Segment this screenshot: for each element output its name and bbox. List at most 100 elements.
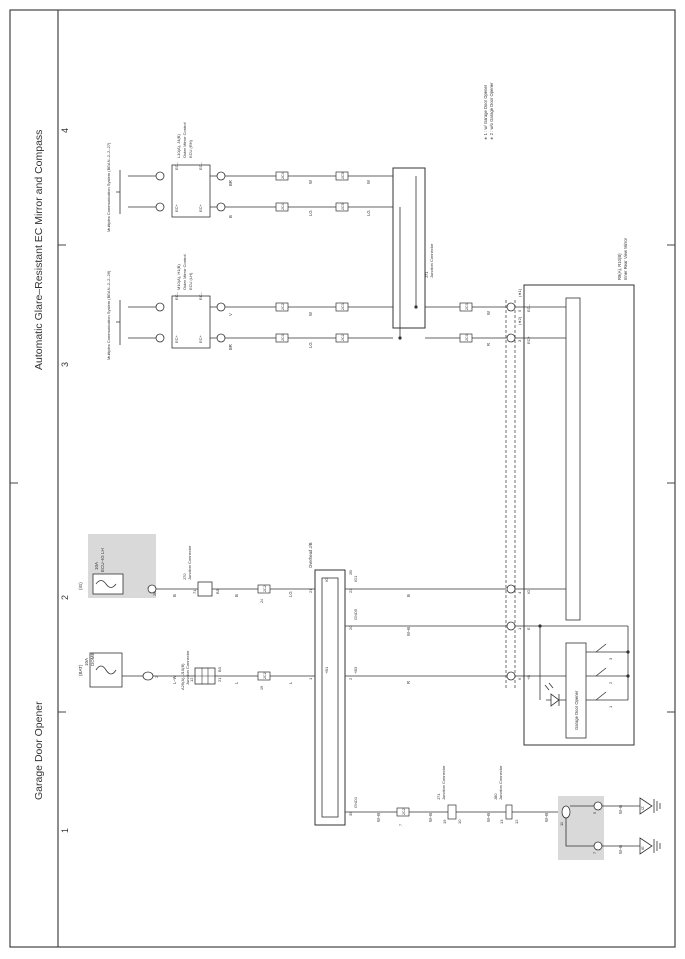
wire-label-b1: B bbox=[172, 594, 177, 597]
wire-label-r1: R bbox=[406, 681, 411, 684]
ecu-rh-box bbox=[171, 164, 211, 218]
junction-j71-bottom-code: J71 bbox=[436, 793, 441, 800]
mirror-pin-no-ig: 4 bbox=[517, 591, 522, 594]
fuse-ecuig-box bbox=[92, 573, 124, 595]
junction-j70-pin-in: 71 bbox=[192, 589, 197, 594]
ground-wire-label-2: W–B bbox=[618, 845, 623, 854]
gdo-module-label: Garage Door Opener bbox=[574, 690, 579, 730]
inner-mirror-code: R9(A), R10(B) bbox=[617, 253, 622, 280]
ecu-lh-pin-b bbox=[155, 302, 165, 312]
ecu-rh-code: L10(A), J4(B) bbox=[176, 134, 181, 158]
overhead-pin-b3: +B3 bbox=[353, 666, 358, 674]
ecu-lh-pin-ecm2: EC– bbox=[198, 291, 203, 300]
fuse-dome-source: (BAT) bbox=[78, 664, 83, 676]
overhead-pin-b1: +B1 bbox=[324, 666, 329, 674]
splice-1 bbox=[398, 336, 402, 340]
ecu-rh-sub: ECU (RH) bbox=[188, 139, 193, 158]
conn-c12 bbox=[335, 171, 349, 181]
conn-c5 bbox=[335, 302, 349, 312]
grid-number-2: 2 bbox=[60, 595, 70, 600]
ground-code-2: IE bbox=[640, 846, 645, 850]
overhead-right-2: 2 bbox=[348, 677, 353, 680]
mirror-pin-circles bbox=[506, 302, 516, 681]
junction-j71-bottom-pin-in: 19 bbox=[442, 819, 447, 824]
junction-a26-code: A26(A), J10(B) bbox=[180, 663, 185, 690]
inner-mirror-title: Inner Rear View Mirror bbox=[623, 237, 628, 280]
ground-code-1: IZ bbox=[640, 806, 645, 810]
ecu-rh-pin-c bbox=[216, 202, 226, 212]
ecu-lh-mux-bracket bbox=[116, 300, 156, 345]
wire-label-lg: LG bbox=[288, 591, 293, 597]
conn-c2 bbox=[257, 584, 271, 594]
ecuig-pin: 2B bbox=[152, 591, 157, 596]
junction-j70-box bbox=[197, 581, 213, 597]
fuse-ecuig-source: (IG) bbox=[78, 582, 83, 590]
wire-v: V bbox=[228, 313, 233, 316]
ecu-rh-mux-bracket bbox=[116, 170, 156, 214]
wire-br-2: BR bbox=[228, 180, 233, 186]
junction-j71-top-box bbox=[392, 167, 426, 329]
conn-c7 bbox=[459, 333, 473, 343]
fuse-ecuig-symbol bbox=[95, 580, 117, 588]
wire-label-b3: B bbox=[406, 594, 411, 597]
wire-r-2: R bbox=[486, 343, 491, 346]
ecu-lh-title: Outer Mirror Control bbox=[182, 254, 187, 290]
gdo-module bbox=[565, 642, 587, 739]
wire-wb-4: W–B bbox=[486, 813, 491, 822]
junction-j71-bottom-box bbox=[447, 804, 457, 820]
inner-mirror-box bbox=[523, 284, 635, 746]
conn-c3 bbox=[335, 333, 349, 343]
ecu-rh-pin-ecp: EC+ bbox=[174, 203, 179, 212]
grid-ticks bbox=[10, 244, 675, 713]
ecu-rh-pin-a bbox=[155, 202, 165, 212]
ground-pin-11: 11 bbox=[559, 821, 564, 826]
junction-j71-top-title: Junction Connector bbox=[429, 243, 434, 278]
conn-c11-label: 2C5 bbox=[341, 203, 345, 210]
wire-b-rh: B bbox=[228, 215, 233, 218]
mirror-pin-no-e: 1 bbox=[517, 627, 522, 630]
conn-c10-label: 2C4 bbox=[281, 203, 285, 210]
gdo-switches bbox=[539, 625, 629, 701]
conn-c10 bbox=[275, 202, 289, 212]
mirror-tag-1: (∗1) bbox=[517, 288, 522, 297]
conn-c6-label: 2C3 bbox=[465, 303, 469, 310]
mirror-shield-lines bbox=[505, 300, 516, 690]
conn-ground-2c2 bbox=[396, 807, 410, 817]
conn-c11 bbox=[335, 202, 349, 212]
wire-label-wb1: W–B bbox=[406, 627, 411, 636]
ecu-lh-sub: ECU (LH) bbox=[188, 272, 193, 290]
mirror-pin-pb: +B bbox=[526, 675, 531, 680]
junction-a26-pin-out: 21 bbox=[217, 677, 222, 682]
ecu-rh-title: Outer Mirror Control bbox=[182, 122, 187, 158]
conn-c7-label: 2C3 bbox=[465, 334, 469, 341]
gdo-splice bbox=[538, 624, 542, 628]
wire-w-3: W bbox=[366, 180, 371, 184]
fuse-dome-amp: 10A bbox=[84, 658, 89, 666]
conn-c2-pin: 24 bbox=[260, 599, 264, 603]
fuse-ecuig-name: ECU–IG LH bbox=[100, 548, 105, 572]
wire-br-1: BR bbox=[228, 344, 233, 350]
wire-label-lw: L–W bbox=[172, 675, 177, 684]
overhead-pin-2b: 2B bbox=[348, 570, 353, 575]
ecu-lh-pin-a bbox=[155, 333, 165, 343]
mux-lh-label: Multiplex Communication System (BEAN–2–2… bbox=[106, 270, 111, 360]
wire-label-b2: B bbox=[234, 594, 239, 597]
grid-number-1: 1 bbox=[60, 828, 70, 833]
ecu-rh-pin-b bbox=[155, 171, 165, 181]
junction-a26-grid bbox=[195, 668, 215, 684]
junction-j71-bottom-pin-out: 10 bbox=[457, 819, 462, 824]
conn-c12-label: 2C5 bbox=[341, 172, 345, 179]
wire-w-1: W bbox=[308, 312, 313, 316]
mirror-pin-ig: IG bbox=[526, 590, 531, 594]
mirror-pin-ecp: EC+ bbox=[526, 335, 531, 344]
wire-label-l2: L bbox=[288, 681, 293, 684]
overhead-left-21: 21 bbox=[308, 588, 313, 593]
conn-ground-label: 2C2 bbox=[402, 808, 406, 815]
mirror-tag-2: (∗2) bbox=[517, 316, 522, 325]
section-title-right: Automatic Glare–Resistant EC Mirror and … bbox=[33, 130, 45, 370]
gdo-led-icon bbox=[544, 682, 566, 707]
conn-c2-label: 2C2 bbox=[263, 585, 267, 592]
mirror-ec-module bbox=[565, 297, 581, 621]
ecu-rh-pin-d bbox=[216, 171, 226, 181]
gdo-splice-2 bbox=[626, 674, 630, 678]
